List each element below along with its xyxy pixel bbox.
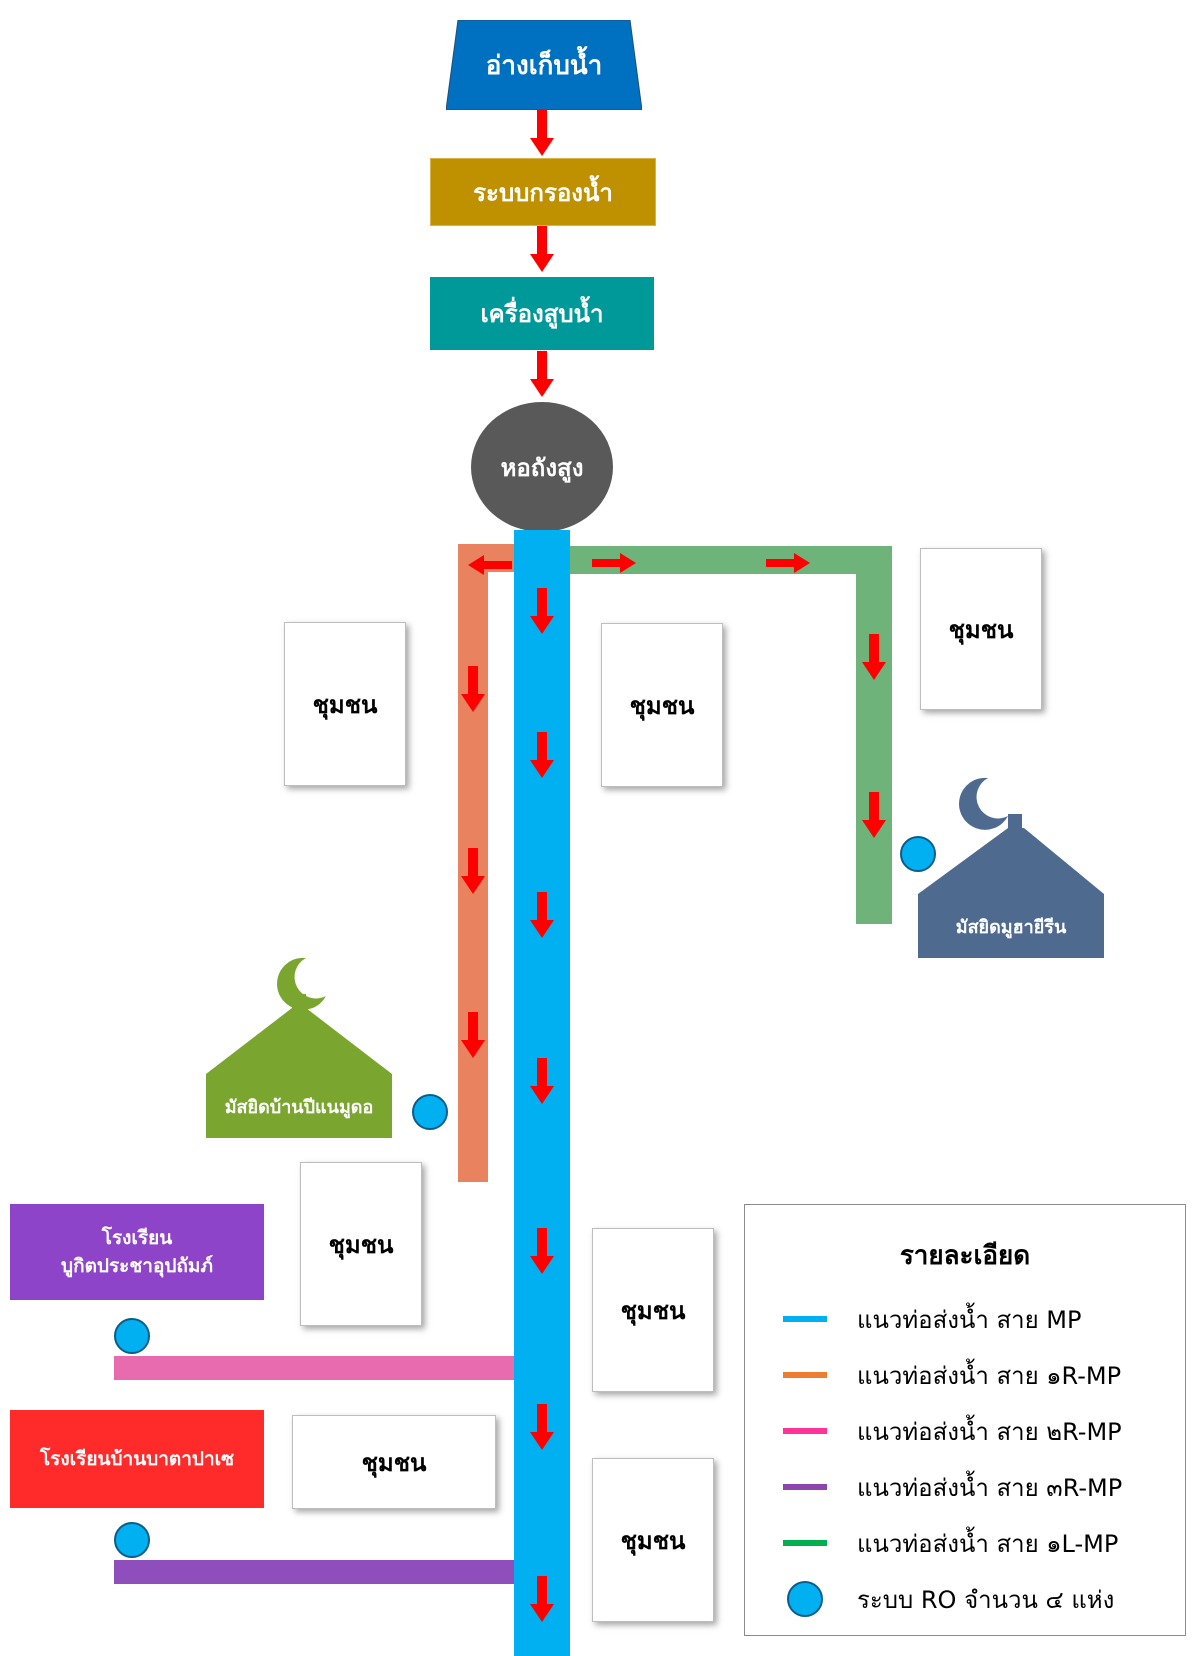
arrow-1l-down-2 — [862, 792, 886, 838]
legend-item-mp: แนวท่อส่งน้ำ สาย MP — [783, 1299, 1081, 1339]
water-tower: หอถังสูง — [471, 402, 613, 532]
reservoir-label: อ่างเก็บน้ำ — [485, 50, 603, 81]
legend-line-3r — [783, 1484, 827, 1490]
pump-box: เครื่องสูบน้ำ — [430, 277, 654, 350]
community-box: ชุมชน — [592, 1228, 714, 1392]
legend-title: รายละเอียด — [899, 1241, 1031, 1271]
community-box: ชุมชน — [601, 623, 723, 787]
arrow-1r-2 — [461, 848, 485, 894]
arrow-1r-left — [468, 555, 512, 575]
legend-line-2r — [783, 1428, 827, 1434]
pump-label: เครื่องสูบน้ำ — [480, 300, 604, 328]
community-box: ชุมชน — [592, 1458, 714, 1622]
pipe-3r-mp — [114, 1560, 518, 1584]
ro-system-point — [900, 836, 936, 872]
filter-system-label: ระบบกรองน้ำ — [473, 178, 613, 207]
legend-item-1l: แนวท่อส่งน้ำ สาย ๑L-MP — [783, 1523, 1118, 1563]
legend-line-1r — [783, 1372, 827, 1378]
community-box: ชุมชน — [292, 1415, 496, 1509]
legend-label-ro: ระบบ RO จำนวน ๔ แห่ง — [857, 1585, 1115, 1614]
arrow-pump-tower — [530, 351, 554, 397]
legend-label-3r: แนวท่อส่งน้ำ สาย ๓R-MP — [857, 1473, 1123, 1502]
ro-system-point — [114, 1522, 150, 1558]
school-batapase-label: โรงเรียนบ้านบาตาปาเซ — [39, 1448, 235, 1470]
legend-ro-dot-icon — [787, 1581, 823, 1617]
arrow-mp-6 — [530, 1404, 554, 1450]
arrow-mp-7 — [530, 1576, 554, 1622]
legend-label-1r: แนวท่อส่งน้ำ สาย ๑R-MP — [857, 1361, 1122, 1390]
arrow-1l-down-1 — [862, 634, 886, 680]
arrow-1l-right-1 — [592, 553, 636, 573]
mosque-left-icon — [206, 957, 392, 1138]
arrow-mp-3 — [530, 892, 554, 938]
arrow-1r-3 — [461, 1012, 485, 1058]
school-bukit-box: โรงเรียน บูกิตประชาอุปถัมภ์ — [10, 1204, 264, 1300]
legend-line-mp — [783, 1316, 827, 1322]
mosque-right-label: มัสยิดมูฮายีรีน — [955, 917, 1067, 938]
school-batapase-box: โรงเรียนบ้านบาตาปาเซ — [10, 1410, 264, 1508]
arrow-mp-1 — [530, 588, 554, 634]
mosque-right-icon — [918, 777, 1104, 958]
legend-line-1l — [783, 1540, 827, 1546]
mosque-left-label: มัสยิดบ้านปีแนมูดอ — [224, 1097, 374, 1118]
arrow-filter-pump — [530, 226, 554, 272]
filter-system-box: ระบบกรองน้ำ — [430, 158, 656, 226]
school-bukit-line2: บูกิตประชาอุปถัมภ์ — [61, 1255, 213, 1277]
legend-item-2r: แนวท่อส่งน้ำ สาย ๒R-MP — [783, 1411, 1122, 1451]
legend-label-1l: แนวท่อส่งน้ำ สาย ๑L-MP — [857, 1529, 1119, 1558]
ro-system-point — [412, 1094, 448, 1130]
arrow-mp-5 — [530, 1228, 554, 1274]
legend-item-1r: แนวท่อส่งน้ำ สาย ๑R-MP — [783, 1355, 1121, 1395]
arrow-mp-4 — [530, 1058, 554, 1104]
ro-system-point — [114, 1318, 150, 1354]
arrow-1l-right-2 — [766, 553, 810, 573]
legend-label-2r: แนวท่อส่งน้ำ สาย ๒R-MP — [857, 1417, 1122, 1446]
arrow-reservoir-filter — [530, 110, 554, 156]
legend-item-ro: ระบบ RO จำนวน ๔ แห่ง — [783, 1579, 1114, 1619]
community-box: ชุมชน — [300, 1162, 422, 1326]
community-box: ชุมชน — [284, 622, 406, 786]
water-tower-label: หอถังสูง — [500, 453, 584, 482]
legend-label-mp: แนวท่อส่งน้ำ สาย MP — [857, 1305, 1082, 1334]
pipe-2r-mp — [114, 1356, 518, 1380]
arrow-mp-2 — [530, 732, 554, 778]
school-bukit-line1: โรงเรียน — [101, 1226, 173, 1249]
community-box: ชุมชน — [920, 548, 1042, 710]
arrow-1r-1 — [461, 666, 485, 712]
pipe-1l-mp-vertical — [856, 546, 892, 924]
legend-item-3r: แนวท่อส่งน้ำ สาย ๓R-MP — [783, 1467, 1122, 1507]
legend-box: รายละเอียด แนวท่อส่งน้ำ สาย MP แนวท่อส่ง… — [744, 1204, 1186, 1636]
reservoir-shape — [446, 20, 642, 110]
